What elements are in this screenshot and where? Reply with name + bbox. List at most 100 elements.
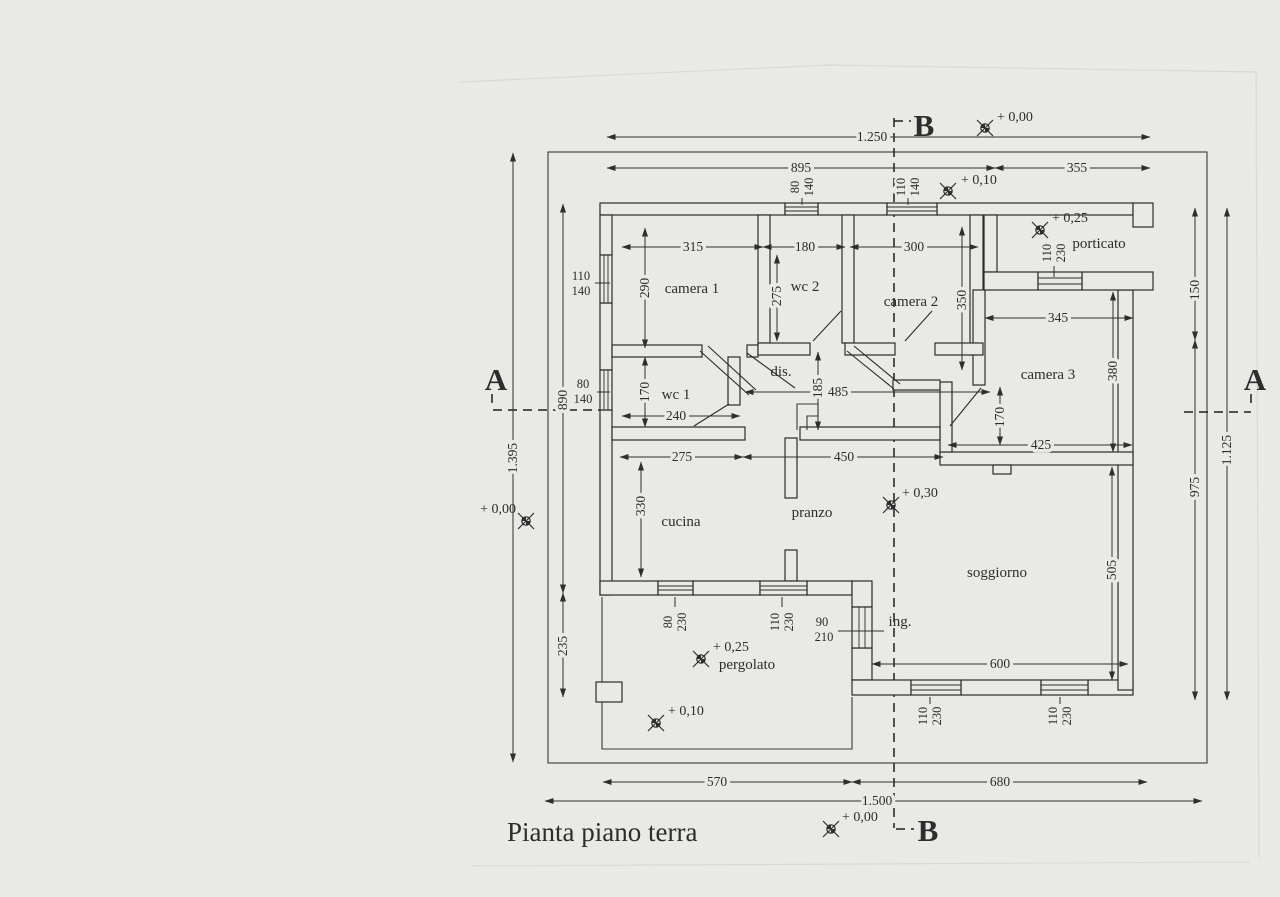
wall	[599, 214, 613, 256]
section-letter-b-bottom: B	[918, 813, 939, 848]
wall	[746, 344, 759, 358]
dim-label: 350	[954, 290, 969, 311]
door-leaf	[746, 352, 796, 389]
dimension-lines	[509, 133, 1231, 805]
elevation-label: + 0,25	[713, 640, 749, 655]
dim-label: 185	[810, 378, 825, 399]
wall	[799, 426, 941, 441]
dim-label: 355	[1067, 160, 1088, 175]
window	[599, 254, 613, 304]
window-size-label: 80	[577, 377, 590, 391]
pergolato-outline	[601, 597, 853, 750]
diagonal-wall	[699, 350, 750, 396]
wall	[960, 679, 1042, 696]
dim-label: 450	[834, 449, 855, 464]
chimney-notch	[992, 464, 1012, 475]
dim-label: 895	[791, 160, 812, 175]
section-letter-a-left: A	[485, 362, 508, 397]
door-leaves	[693, 310, 982, 427]
elevation-label: + 0,10	[961, 173, 997, 188]
dim-label: 275	[672, 449, 693, 464]
dim-label: 1.395	[505, 443, 520, 474]
wall	[599, 302, 613, 371]
dim-label: 180	[795, 239, 816, 254]
dim-label: 1.125	[1219, 435, 1234, 466]
door-leaf	[693, 403, 730, 427]
dim-label: 150	[1187, 280, 1202, 301]
wall	[844, 342, 896, 356]
wall	[817, 202, 888, 216]
dim-label: 300	[904, 239, 925, 254]
diagonal-wall	[707, 345, 757, 391]
wall	[983, 271, 1039, 291]
window-size-label: 230	[1054, 244, 1068, 263]
room-label-camera-2: camera 2	[884, 294, 939, 310]
dim-label: 570	[707, 774, 728, 789]
window-size-label: 110	[916, 707, 930, 725]
page-edge-top	[459, 64, 1257, 83]
dim-label: 345	[1048, 310, 1069, 325]
section-letter-b-top: B	[914, 108, 935, 143]
benchmark-icon	[882, 496, 900, 514]
scan-page-edges	[459, 64, 1260, 867]
windows	[599, 202, 1089, 696]
porch-column	[1132, 202, 1154, 228]
french-door	[759, 580, 808, 596]
french-door	[1040, 679, 1089, 696]
benchmark-icon	[939, 182, 957, 200]
window-size-label: 140	[802, 178, 816, 197]
diagonal-wall	[846, 350, 895, 390]
elevation-markers: + 0,00 + 0,10 + 0,25 + 0,00 + 0,30 + 0,2…	[480, 110, 1088, 838]
wall	[841, 214, 855, 344]
drawing-title: Pianta piano terra	[507, 817, 697, 847]
wall	[757, 342, 811, 356]
opening-labels: 110 140 80 140 80 140 110 140 110 230 80…	[569, 175, 1076, 728]
room-label-porticato: porticato	[1072, 236, 1125, 252]
room-label-wc-1: wc 1	[662, 387, 691, 403]
flue-duct	[796, 403, 819, 430]
window-size-label: 140	[908, 178, 922, 197]
dimension-labels: 1.250 895 355 315 180 300 345 240 485 42…	[502, 126, 1238, 812]
dim-label: 380	[1105, 361, 1120, 382]
wall	[934, 342, 984, 356]
page-edge-bottom	[471, 861, 1251, 867]
room-label-camera-3: camera 3	[1021, 367, 1076, 383]
window-size-label: 110	[1046, 707, 1060, 725]
wall	[599, 409, 613, 596]
wall	[692, 580, 761, 596]
window-size-label: 230	[675, 613, 689, 632]
wall	[611, 426, 746, 441]
page-edge-right	[1255, 71, 1260, 859]
room-label-camera-1: camera 1	[665, 281, 720, 297]
window	[784, 202, 819, 216]
elevation-label: + 0,30	[902, 486, 938, 501]
window-size-label: 230	[930, 707, 944, 726]
benchmark-icon	[647, 714, 665, 732]
window-size-label: 80	[788, 181, 802, 194]
window-size-label: 230	[1060, 707, 1074, 726]
wall	[983, 214, 998, 273]
french-door	[910, 679, 962, 696]
wall	[892, 379, 941, 391]
door-leaf	[812, 310, 842, 342]
elevation-label: + 0,00	[842, 810, 878, 825]
dim-label: 290	[637, 278, 652, 299]
wall	[599, 202, 786, 216]
elevation-label: + 0,00	[480, 502, 516, 517]
dim-label: 240	[666, 408, 687, 423]
dim-label: 680	[990, 774, 1011, 789]
section-line-b	[893, 118, 914, 830]
wall	[806, 580, 853, 596]
window-size-label: 110	[572, 269, 590, 283]
window-size-label: 110	[894, 178, 908, 196]
wall	[599, 580, 659, 596]
window	[657, 580, 694, 596]
room-label-wc-2: wc 2	[791, 279, 820, 295]
room-label-soggiorno: soggiorno	[967, 565, 1027, 581]
dim-label: 330	[633, 496, 648, 517]
window-size-label: 230	[782, 613, 796, 632]
elevation-label: + 0,00	[997, 110, 1033, 125]
wall	[851, 679, 912, 696]
dim-label: 170	[992, 407, 1007, 428]
